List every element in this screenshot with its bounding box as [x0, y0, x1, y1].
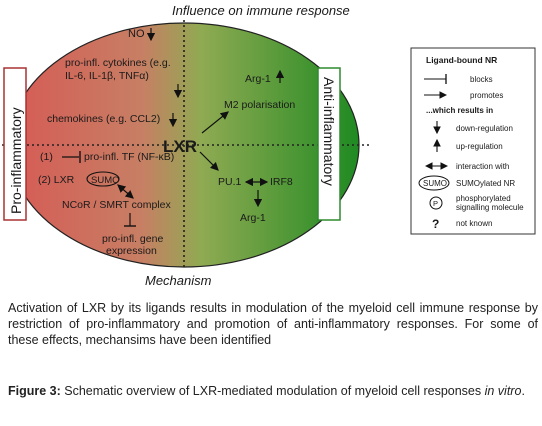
- pro-inflammatory-box: [3, 67, 27, 221]
- arg1-bottom-label: Arg-1: [240, 212, 266, 224]
- chemokines-label: chemokines (e.g. CCL2): [47, 113, 160, 125]
- lxr-diagram: Influence on immune response Mechanism P…: [2, 3, 536, 288]
- legend-promotes: promotes: [470, 91, 503, 100]
- m2-label: M2 polarisation: [224, 99, 295, 111]
- legend-sumo-ellipse: [418, 175, 450, 191]
- legend-interaction: interaction with: [456, 162, 509, 171]
- arg1-top-label: Arg-1: [245, 73, 271, 85]
- tf-label: pro-infl. TF (NF-κB): [84, 151, 174, 163]
- gene-line-1: pro-infl. gene: [102, 233, 163, 245]
- legend-up: up-regulation: [456, 142, 503, 151]
- pu1-label: PU.1: [218, 176, 242, 188]
- figure-caption: Figure 3: Schematic overview of LXR-medi…: [8, 384, 525, 398]
- legend: Ligand-bound NR blocks promotes ...which…: [410, 47, 536, 235]
- legend-p-circle: [429, 196, 443, 210]
- legend-q-label: not known: [456, 219, 492, 228]
- no-label: NO: [128, 28, 145, 40]
- sumo-text: SUMO: [91, 175, 120, 186]
- legend-q-symbol: ?: [432, 217, 439, 231]
- anti-inflammatory-label: Anti-inflammatory: [321, 77, 337, 186]
- gene-line-2: expression: [106, 245, 157, 257]
- pu1-arrow: [199, 151, 219, 171]
- sumo-ellipse: [86, 171, 120, 187]
- legend-title: Ligand-bound NR: [426, 55, 497, 65]
- caption-paragraph: Activation of LXR by its ligands results…: [8, 301, 538, 347]
- m2-arrow: [201, 111, 229, 134]
- legend-blocks: blocks: [470, 75, 493, 84]
- top-title: Influence on immune response: [172, 3, 350, 18]
- anti-inflammatory-box: [317, 67, 341, 221]
- irf8-label: IRF8: [270, 176, 293, 188]
- legend-p-symbol: P: [433, 199, 438, 208]
- lxr-center: LXR: [163, 137, 197, 156]
- legend-sumo-label: SUMOylated NR: [456, 179, 515, 188]
- sumo-interaction-arrow: [117, 184, 134, 199]
- bottom-title: Mechanism: [145, 273, 212, 288]
- sumo-prefix: (2) LXR: [38, 174, 75, 186]
- cytokines-line-2: IL-6, IL-1β, TNFα): [65, 70, 149, 82]
- tf-number: (1): [40, 151, 53, 163]
- pro-inflammatory-label: Pro-inflammatory: [8, 107, 24, 214]
- legend-sumo-symbol: SUMO: [423, 179, 447, 188]
- cytokines-line-1: pro-infl. cytokines (e.g.: [65, 57, 171, 69]
- legend-p-label-2: signalling molecule: [456, 203, 524, 212]
- legend-results-in: ...which results in: [426, 106, 493, 115]
- ncor-label: NCoR / SMRT complex: [62, 199, 171, 211]
- legend-down: down-regulation: [456, 124, 513, 133]
- legend-p-label-1: phosphorylated: [456, 194, 511, 203]
